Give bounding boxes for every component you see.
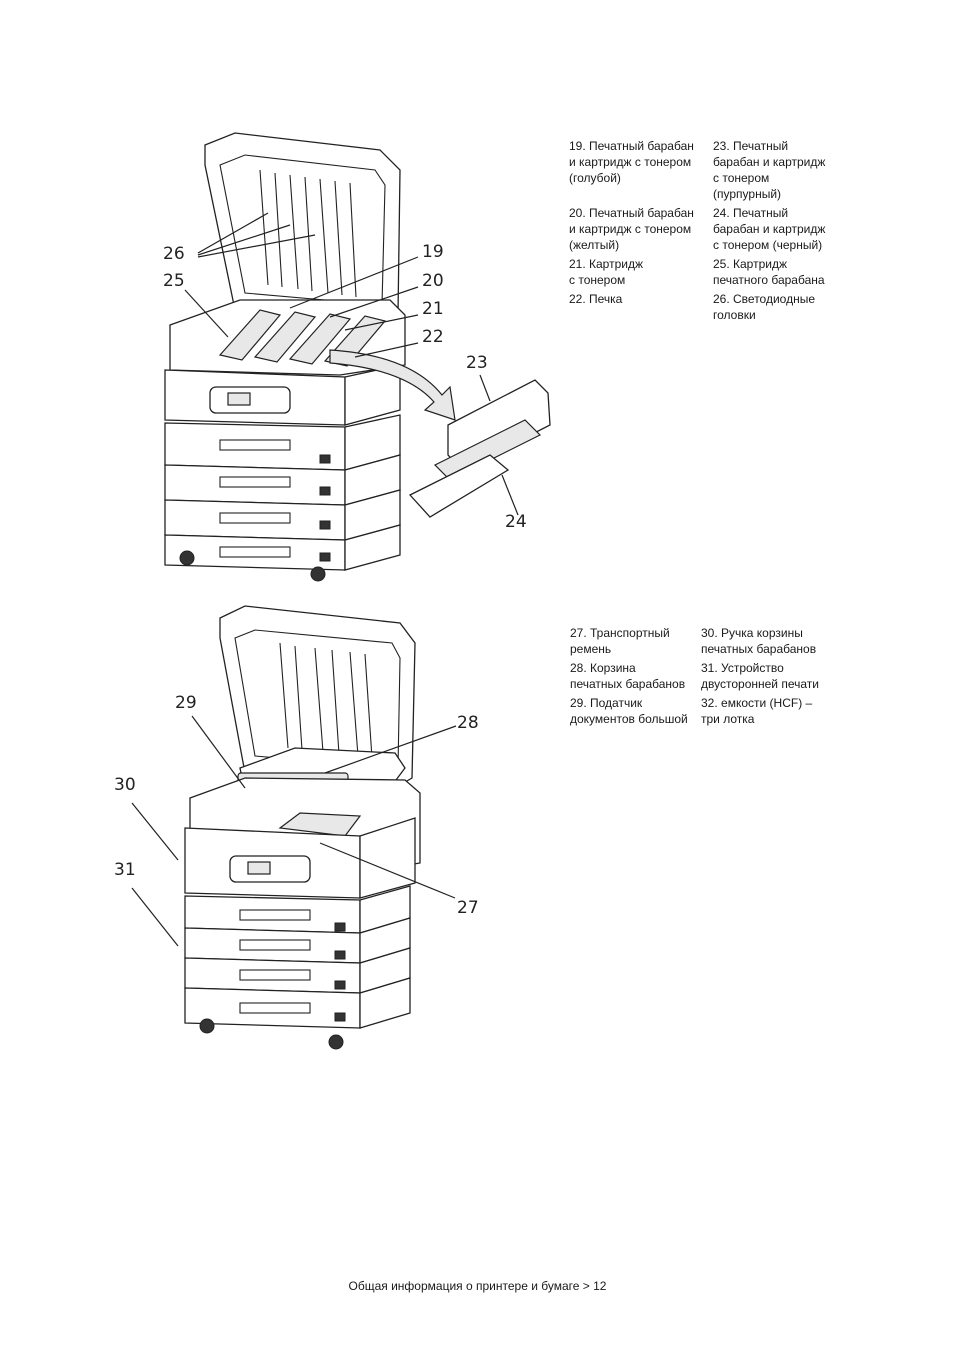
legend-item-30: 30. Ручка корзины печатных барабанов xyxy=(701,626,817,656)
legend-item-26: 26. Светодиодные головки xyxy=(713,292,816,322)
callout-29: 29 xyxy=(175,693,197,713)
callout-19: 19 xyxy=(422,242,444,262)
callout-31: 31 xyxy=(114,860,136,880)
callout-24: 24 xyxy=(505,512,527,532)
printer-illustration-bottom xyxy=(131,605,457,1050)
legend-item-19: 19. Печатный барабан и картридж с тонеро… xyxy=(569,139,694,185)
legend-item-32: 32. емкости (HCF) – три лотка xyxy=(701,696,813,726)
legend-item-28: 28. Корзина печатных барабанов xyxy=(570,661,686,691)
printer-illustration-top xyxy=(164,132,551,582)
callout-25: 25 xyxy=(163,271,185,291)
legend-item-31: 31. Устройство двусторонней печати xyxy=(701,661,819,691)
callout-21: 21 xyxy=(422,299,444,319)
callout-22: 22 xyxy=(422,327,444,347)
legend-item-22: 22. Печка xyxy=(569,292,623,306)
callout-27: 27 xyxy=(457,898,479,918)
legend-item-27: 27. Транспортный ремень xyxy=(570,626,670,656)
callout-30: 30 xyxy=(114,775,136,795)
legend-item-20: 20. Печатный барабан и картридж с тонеро… xyxy=(569,206,694,252)
legend-item-25: 25. Картридж печатного барабана xyxy=(713,257,825,287)
callout-28: 28 xyxy=(457,713,479,733)
legend-item-21: 21. Картридж с тонером xyxy=(569,257,643,287)
legend-item-24: 24. Печатный барабан и картридж с тонеро… xyxy=(713,206,826,252)
callout-23: 23 xyxy=(466,353,488,373)
callout-26: 26 xyxy=(163,244,185,264)
legend-item-29: 29. Податчик документов большой xyxy=(570,696,688,726)
page-footer: Общая информация о принтере и бумаге > 1… xyxy=(348,1279,607,1293)
legend-item-23: 23. Печатный барабан и картридж с тонеро… xyxy=(713,139,826,201)
callout-20: 20 xyxy=(422,271,444,291)
